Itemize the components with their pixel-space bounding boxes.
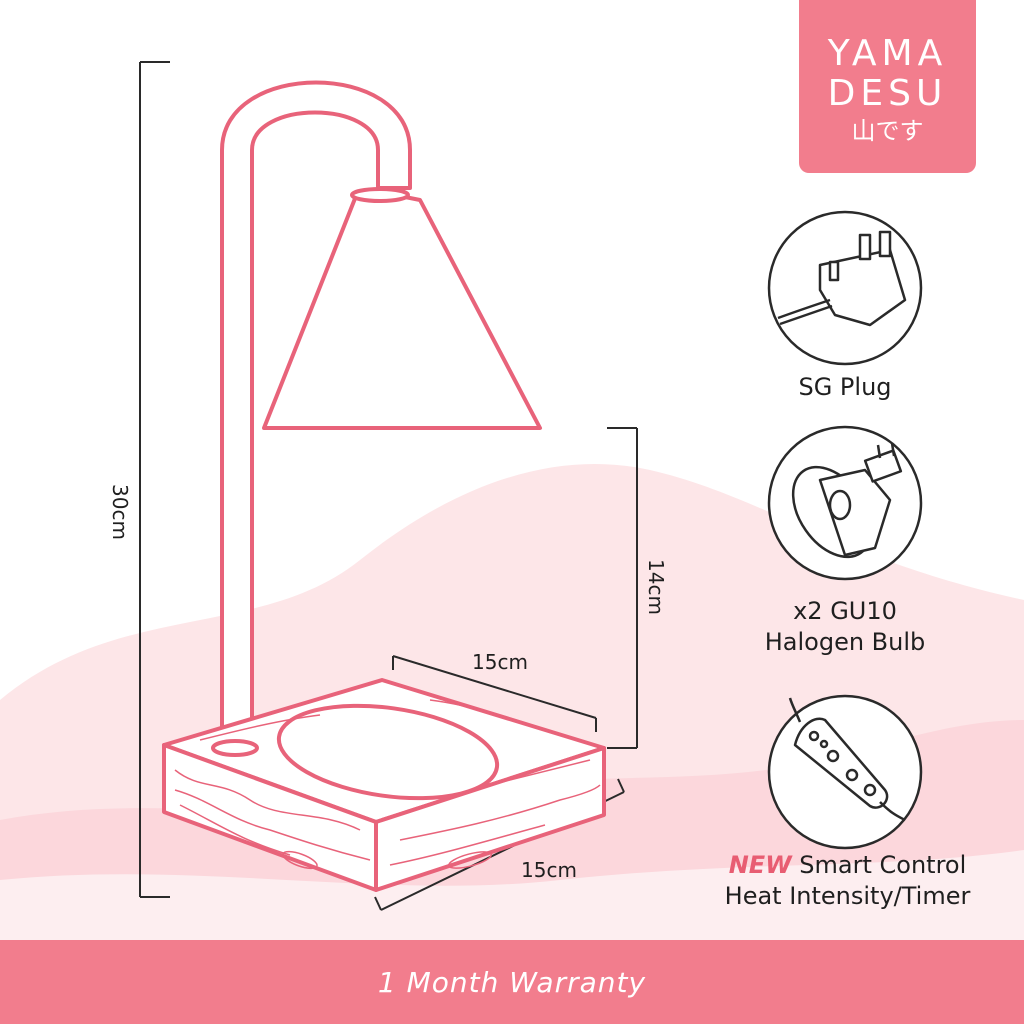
shade-height-label: 14cm bbox=[644, 559, 668, 615]
shade-height-dimension-line bbox=[607, 427, 638, 749]
warming-plate bbox=[276, 703, 500, 801]
height-label: 30cm bbox=[108, 484, 132, 540]
feature-controller-label: NEW Smart Control Heat Intensity/Timer bbox=[724, 851, 971, 910]
smart-controller-icon bbox=[788, 697, 906, 822]
lamp-shade bbox=[262, 194, 542, 430]
height-dimension-line bbox=[139, 61, 170, 898]
base-depth-label: 15cm bbox=[521, 858, 577, 882]
warranty-banner: 1 Month Warranty bbox=[0, 940, 1024, 1024]
brand-line-3: 山です bbox=[851, 117, 924, 145]
wood-grain bbox=[174, 699, 601, 870]
base-width-dimension-line bbox=[392, 655, 597, 732]
feature-plug-label: SG Plug bbox=[798, 373, 892, 401]
base-width-label: 15cm bbox=[472, 650, 528, 674]
brand-line-2: DESU bbox=[827, 73, 948, 114]
lamp-drawing bbox=[162, 80, 606, 892]
brand-line-1: YAMA bbox=[827, 33, 948, 74]
background-hill-base bbox=[0, 850, 1024, 940]
new-badge: NEW bbox=[728, 851, 792, 879]
warranty-text: 1 Month Warranty bbox=[377, 965, 647, 999]
halogen-bulb-icon bbox=[791, 442, 903, 559]
brand-logo: YAMA DESU 山です bbox=[799, 0, 976, 173]
lamp-arm bbox=[220, 80, 412, 750]
plug-icon bbox=[777, 230, 907, 327]
feature-bulb-label: x2 GU10 Halogen Bulb bbox=[764, 597, 926, 656]
